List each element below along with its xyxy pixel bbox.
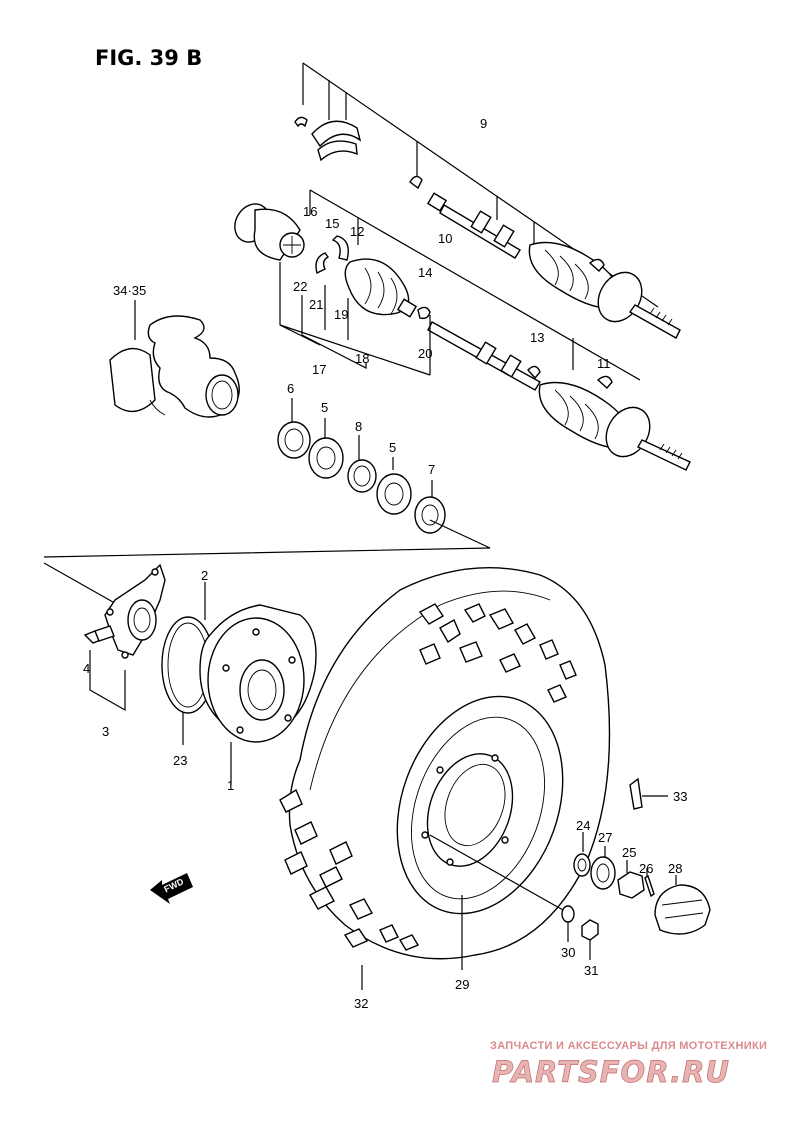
callout-34-35: 34·35: [113, 283, 146, 298]
callout-5-lower: 5: [389, 440, 396, 455]
callout-31: 31: [584, 963, 598, 978]
watermark: ЗАПЧАСТИ И АКСЕССУАРЫ ДЛЯ МОТОТЕХНИКИ PA…: [490, 1040, 767, 1089]
explode-axis-line: [43, 519, 491, 558]
callout-3: 3: [102, 724, 109, 739]
callout-29: 29: [455, 977, 469, 992]
wheel-hardware-right: [561, 777, 711, 960]
callout-15: 15: [325, 216, 339, 231]
bearing-and-seal-set: [277, 398, 446, 534]
callout-6: 6: [287, 381, 294, 396]
callout-4: 4: [83, 661, 90, 676]
callout-22: 22: [293, 279, 307, 294]
callout-28: 28: [668, 861, 682, 876]
drive-shaft-assembly-10: [234, 189, 691, 471]
cv-joint-guard-34-35: [109, 300, 240, 418]
watermark-brand: PARTSFOR.RU: [492, 1055, 730, 1089]
callout-18: 18: [355, 351, 369, 366]
hub-flange-3: [83, 563, 166, 712]
drive-shaft-assembly-9: [294, 62, 681, 339]
callout-13: 13: [530, 330, 544, 345]
forward-direction-arrow: FWD: [150, 873, 193, 904]
callout-19: 19: [334, 307, 348, 322]
callout-14: 14: [418, 265, 432, 280]
callout-30: 30: [561, 945, 575, 960]
callout-23: 23: [173, 753, 187, 768]
callout-2: 2: [201, 568, 208, 583]
callout-labels: 9 10 16 15 12 14 22 21 19 13 20 11 18 17…: [83, 116, 687, 1011]
callout-20: 20: [418, 346, 432, 361]
callout-32: 32: [354, 996, 368, 1011]
callout-24: 24: [576, 818, 590, 833]
brake-hub-assembly: [161, 582, 317, 785]
callout-25: 25: [622, 845, 636, 860]
watermark-caption: ЗАПЧАСТИ И АКСЕССУАРЫ ДЛЯ МОТОТЕХНИКИ: [490, 1040, 767, 1052]
callout-5-upper: 5: [321, 400, 328, 415]
callout-33: 33: [673, 789, 687, 804]
figure-title: FIG. 39 B: [95, 46, 202, 70]
callout-11: 11: [597, 356, 611, 371]
callout-7: 7: [428, 462, 435, 477]
callout-27: 27: [598, 830, 612, 845]
callout-26: 26: [639, 861, 653, 876]
callout-21: 21: [309, 297, 323, 312]
callout-1: 1: [227, 778, 234, 793]
callout-12: 12: [350, 224, 364, 239]
bracket-lines-17-18: [279, 262, 431, 376]
callout-8: 8: [355, 419, 362, 434]
callout-9: 9: [480, 116, 487, 131]
callout-17: 17: [312, 362, 326, 377]
callout-10: 10: [438, 231, 452, 246]
wheel-tire-assembly: [279, 567, 611, 990]
callout-16: 16: [303, 204, 317, 219]
